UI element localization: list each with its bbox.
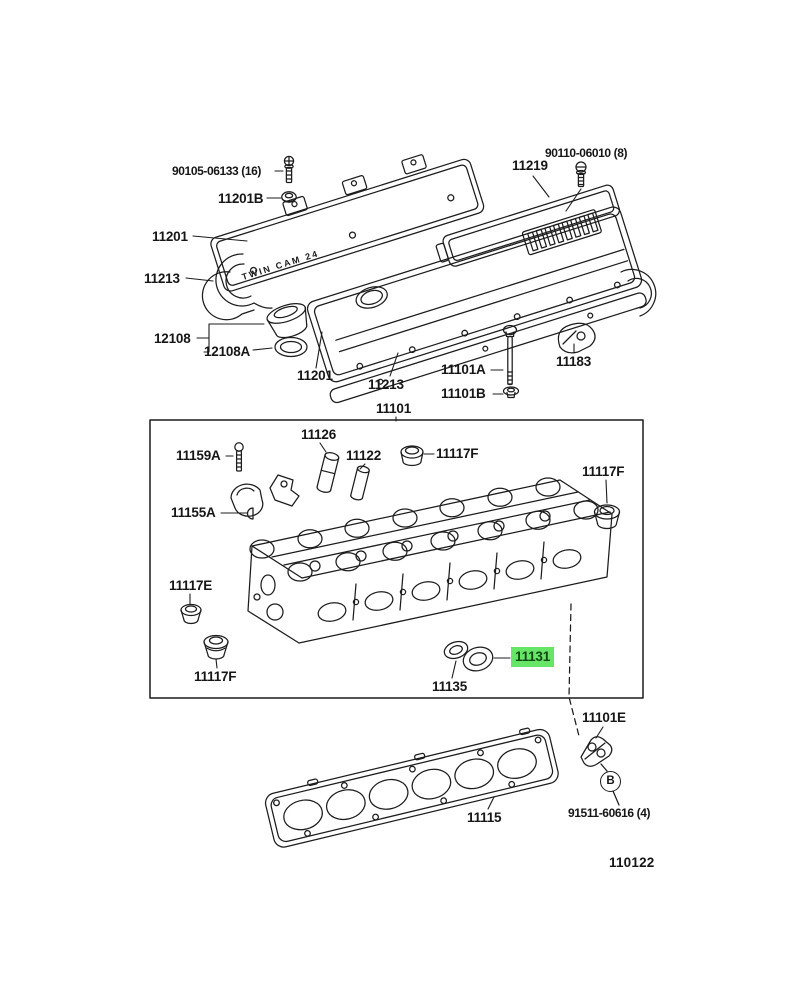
- fastener-ref-b-badge: B: [600, 771, 621, 792]
- part-label-11131-highlighted[interactable]: 11131: [511, 647, 555, 667]
- end-cap-crescent-drawing: [620, 268, 657, 317]
- cam-bracket-drawings: [230, 474, 300, 517]
- plug-11117f-bottom-drawing: [203, 634, 229, 660]
- screw-90110-drawing: [575, 161, 587, 188]
- part-label-11201b[interactable]: 11201B: [218, 191, 264, 206]
- part-label-11117f-top[interactable]: 11117F: [436, 446, 479, 461]
- part-label-11201-mid[interactable]: 11201: [297, 368, 333, 383]
- head-bolt-11101a-drawing: [502, 324, 518, 386]
- part-label-91511-60616[interactable]: 91511-60616 (4): [568, 806, 651, 820]
- part-label-11213-top[interactable]: 11213: [144, 271, 180, 286]
- part-label-11135[interactable]: 11135: [432, 679, 468, 694]
- part-label-11219[interactable]: 11219: [512, 158, 548, 173]
- part-label-11117f-bottom[interactable]: 11117F: [194, 669, 237, 684]
- part-label-11183[interactable]: 11183: [556, 354, 592, 369]
- part-label-12108a[interactable]: 12108A: [204, 344, 251, 359]
- valve-cover-no2-gasket-drawing: [201, 253, 273, 321]
- main-cover-gasket-drawing: [329, 292, 647, 404]
- filler-cap-gasket-drawing: [274, 336, 308, 358]
- leader-lines: [185, 170, 608, 810]
- part-label-12108[interactable]: 12108: [154, 331, 191, 346]
- part-label-11126[interactable]: 11126: [301, 427, 337, 442]
- part-label-11117e[interactable]: 11117E: [169, 578, 213, 593]
- part-label-11159a[interactable]: 11159A: [176, 448, 221, 463]
- part-label-11115[interactable]: 11115: [467, 810, 502, 825]
- part-label-11213-mid[interactable]: 11213: [368, 377, 404, 392]
- screw-90105-drawing: [283, 155, 295, 184]
- plug-11117e-drawing: [180, 603, 202, 625]
- part-label-90105-06133[interactable]: 90105-06133 (16): [172, 164, 262, 178]
- valve-guide-11126-drawing: [316, 452, 340, 493]
- cap-11117f-right-drawing: [593, 504, 621, 530]
- seal-washer-11101b-drawing: [502, 386, 520, 399]
- dashed-reference-line: [568, 603, 580, 737]
- part-label-11101b[interactable]: 11101B: [441, 386, 486, 401]
- cover-cast-lettering: TWIN CAM 24: [241, 248, 321, 282]
- part-label-11155a[interactable]: 11155A: [171, 505, 216, 520]
- oil-filler-cap-drawing: [266, 303, 308, 339]
- engine-hanger-drawing: [557, 322, 596, 354]
- ring-11155a-drawing: [246, 507, 254, 520]
- part-label-90110-06010[interactable]: 90110-06010 (8): [545, 146, 628, 160]
- clamp-11101e-drawing: [580, 736, 613, 767]
- diagram-code: 110122: [609, 855, 655, 870]
- part-label-11101e[interactable]: 11101E: [582, 710, 626, 725]
- head-gasket-drawing: [264, 727, 559, 848]
- part-label-11101a[interactable]: 11101A: [441, 362, 486, 377]
- stud-bolt-11159a-drawing: [234, 442, 244, 472]
- valve-guide-11122-drawing: [350, 465, 370, 501]
- seal-washer-11135-drawing: [443, 640, 469, 660]
- part-label-11117f-right[interactable]: 11117F: [582, 464, 625, 479]
- nut-11201b-drawing: [281, 191, 297, 203]
- cap-11117f-top-drawing: [400, 445, 424, 467]
- part-label-11122[interactable]: 11122: [346, 448, 382, 463]
- part-label-11101[interactable]: 11101: [376, 401, 412, 416]
- cylinder-head-drawing: [247, 477, 613, 644]
- fastener-ref-b: [600, 763, 620, 806]
- center-cover-11219-drawing: [435, 184, 621, 267]
- camshaft-oil-seal-11131-drawing: [462, 646, 494, 672]
- part-label-11201-top[interactable]: 11201: [152, 229, 188, 244]
- main-valve-cover-drawing: [306, 206, 643, 383]
